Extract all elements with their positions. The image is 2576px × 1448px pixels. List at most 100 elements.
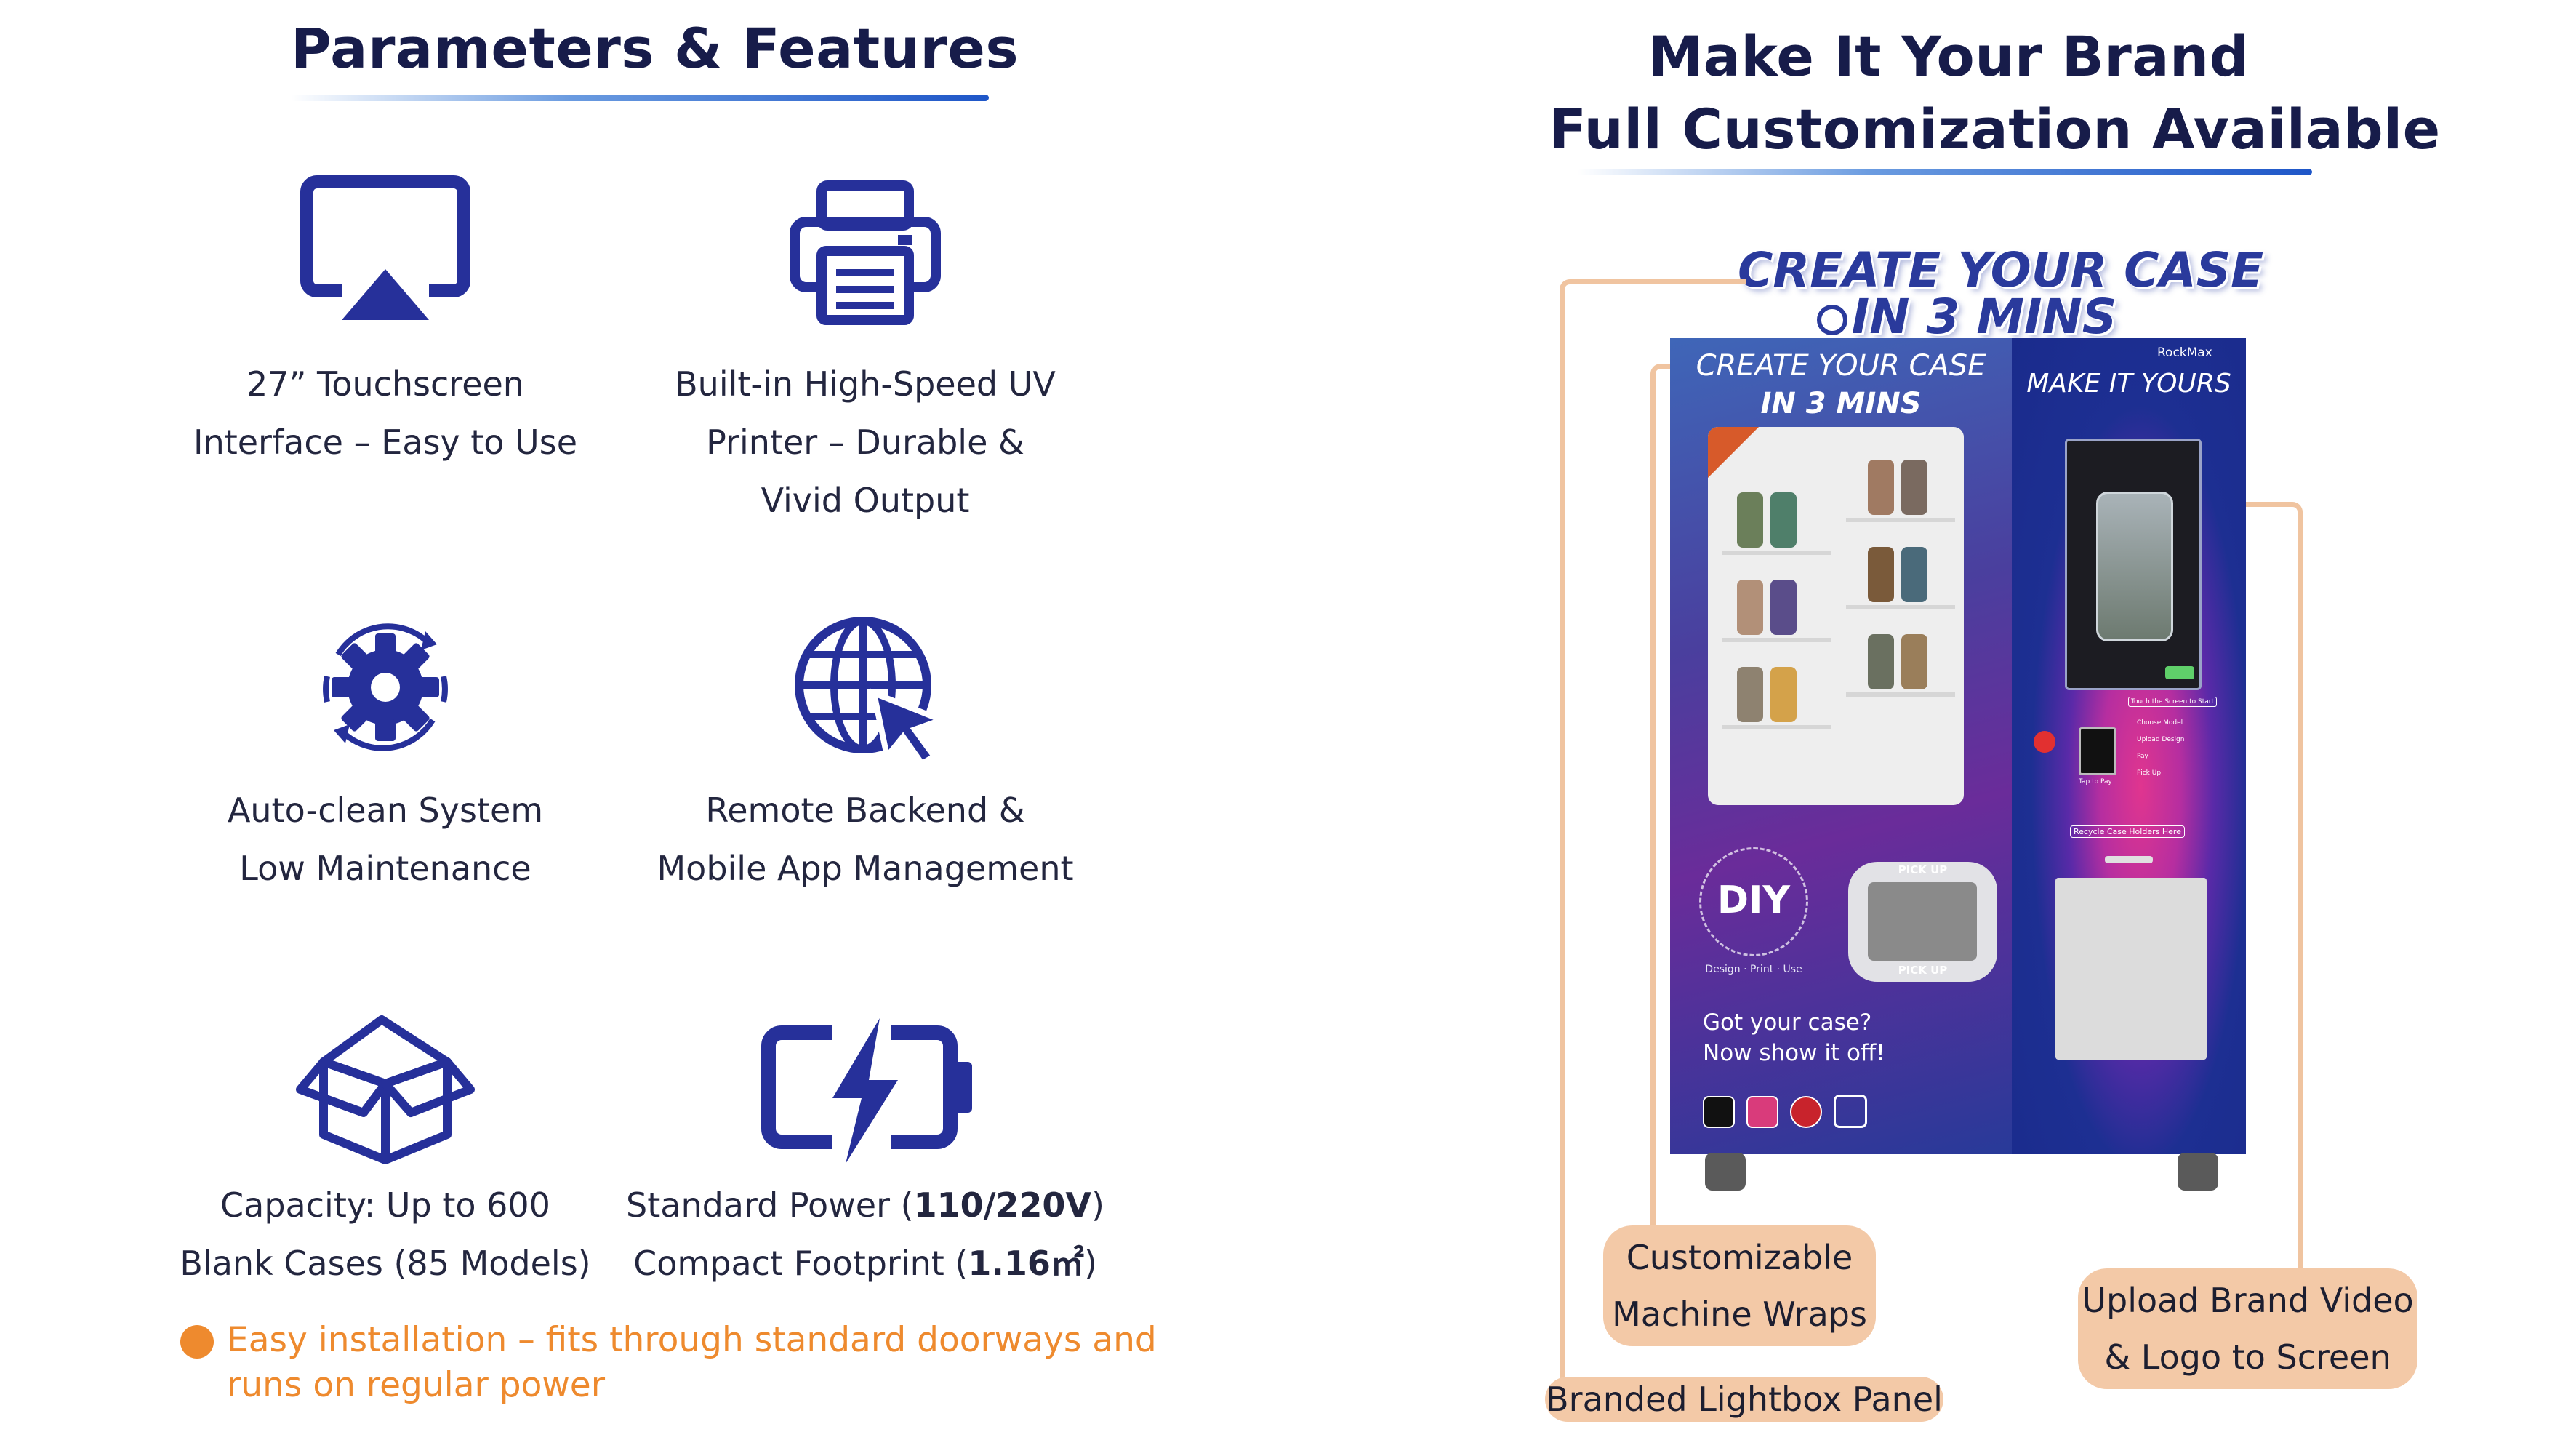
feature-line: Interface – Easy to Use — [193, 423, 577, 462]
recycle-door — [2055, 878, 2207, 1060]
phone-case — [1868, 460, 1894, 515]
screen-start-button[interactable] — [2165, 666, 2194, 679]
vending-machine: CREATE YOUR CASE IN 3 MINS DIY — [1670, 338, 2246, 1154]
note-line: Easy installation – fits through standar… — [227, 1320, 1157, 1360]
pickup-window: PICK UP PICK UP — [1848, 862, 1997, 982]
shelf-divider — [1722, 638, 1831, 642]
callout-machine-wraps: Customizable Machine Wraps — [1603, 1225, 1876, 1346]
phone-case — [1901, 547, 1927, 602]
lightbox-title-line: IN 3 MINS — [1738, 293, 2196, 341]
phone-case — [1737, 580, 1763, 635]
machine-title-line: IN 3 MINS — [1760, 387, 1922, 420]
machine-right-title: MAKE IT YOURS — [2026, 369, 2231, 399]
feature-printer: Built-in High-Speed UV Printer – Durable… — [647, 355, 1083, 529]
video-leader — [2212, 502, 2303, 1278]
touchscreen-icon — [298, 175, 473, 327]
installation-note: Easy installation – fits through standar… — [227, 1318, 1157, 1408]
feature-line: Vivid Output — [761, 481, 970, 520]
feature-line: Auto-clean System — [227, 791, 544, 830]
battery-bolt-icon — [760, 1018, 978, 1164]
display-shelf — [1708, 427, 1964, 805]
callout-line: Customizable — [1626, 1238, 1853, 1277]
timer-icon — [1816, 304, 1847, 335]
footprint-prefix: Compact Footprint ( — [633, 1244, 968, 1283]
tiktok-icon — [1703, 1096, 1735, 1128]
feature-remote: Remote Backend & Mobile App Management — [647, 781, 1083, 897]
social-icons — [1703, 1095, 1879, 1131]
pickup-label-bottom: PICK UP — [1898, 964, 1948, 977]
feature-line: 27” Touchscreen — [246, 364, 524, 404]
wheel — [1705, 1153, 1746, 1191]
shelf-divider — [1846, 605, 1955, 609]
phone-case — [1868, 634, 1894, 689]
step-list: Choose Model Upload Design Pay Pick Up — [2137, 715, 2184, 782]
feature-line: Blank Cases (85 Models) — [180, 1244, 591, 1283]
pinterest-icon — [1790, 1096, 1822, 1128]
step-item: Pick Up — [2137, 769, 2162, 777]
feature-power: Standard Power (110/220V) Compact Footpr… — [625, 1176, 1105, 1292]
globe-cursor-icon — [793, 615, 952, 767]
feature-line: Low Maintenance — [239, 849, 531, 888]
screen-phone-preview — [2096, 492, 2173, 641]
printer-icon — [789, 178, 942, 327]
right-heading: Make It Your Brand Full Customization Av… — [1549, 20, 2441, 166]
feature-line: Mobile App Management — [657, 849, 1074, 888]
diy-tagline: Design · Print · Use — [1705, 964, 1802, 975]
gear-cycle-icon — [309, 611, 462, 764]
shelf-divider — [1846, 518, 1955, 522]
diy-logo: DIY — [1699, 847, 1808, 956]
slogan-line: Now show it off! — [1703, 1040, 1885, 1066]
phone-case — [1737, 492, 1763, 548]
phone-case — [1770, 492, 1797, 548]
phone-case — [1770, 667, 1797, 722]
feature-line: Built-in High-Speed UV — [675, 364, 1056, 404]
lightbox-title-text: IN 3 MINS — [1851, 289, 2117, 345]
step-item: Upload Design — [2137, 736, 2185, 743]
feature-line: Printer – Durable & — [706, 423, 1024, 462]
machine-left-panel: CREATE YOUR CASE IN 3 MINS DIY — [1670, 338, 2012, 1154]
callout-line: & Logo to Screen — [2104, 1337, 2391, 1377]
instagram-icon — [1746, 1096, 1778, 1128]
phone-case — [1901, 460, 1927, 515]
lightbox-leader — [1560, 279, 1746, 1383]
touch-hint: Touch the Screen to Start — [2128, 697, 2218, 707]
feature-capacity: Capacity: Up to 600 Blank Cases (85 Mode… — [167, 1176, 603, 1292]
footprint-line: Compact Footprint (1.16㎡) — [625, 1234, 1105, 1292]
machine-left-title: CREATE YOUR CASE IN 3 MINS — [1670, 347, 2012, 423]
wheel — [2178, 1153, 2218, 1191]
phone-case — [1770, 580, 1797, 635]
shelf-divider — [1722, 725, 1831, 729]
left-heading: Parameters & Features — [291, 16, 1019, 81]
note-bullet — [180, 1325, 214, 1359]
right-heading-line: Full Customization Available — [1549, 97, 2441, 161]
phone-case — [1901, 634, 1927, 689]
red-button[interactable] — [2034, 731, 2055, 753]
machine-right-panel: RockMax MAKE IT YOURS Touch the Screen t… — [2012, 338, 2246, 1154]
callout-line: Machine Wraps — [1612, 1295, 1867, 1334]
step-item: Pay — [2137, 753, 2148, 760]
brand-label: RockMax — [2157, 345, 2212, 360]
lightbox-title-line: CREATE YOUR CASE — [1738, 242, 2264, 298]
open-box-icon — [294, 1011, 476, 1167]
slogan: Got your case? Now show it off! — [1703, 1007, 1885, 1068]
touchscreen-display — [2065, 439, 2202, 690]
callout-brand-video: Upload Brand Video & Logo to Screen — [2078, 1268, 2417, 1389]
feature-autoclean: Auto-clean System Low Maintenance — [167, 781, 603, 897]
facebook-icon — [1834, 1095, 1867, 1128]
feature-line: Remote Backend & — [705, 791, 1025, 830]
left-heading-underline — [291, 95, 989, 101]
phone-case — [1737, 667, 1763, 722]
diy-logo-text: DIY — [1717, 879, 1791, 922]
power-line: Standard Power (110/220V) — [625, 1176, 1105, 1234]
callout-lightbox-panel: Branded Lightbox Panel — [1545, 1377, 1943, 1422]
shelf-divider — [1846, 692, 1955, 697]
footprint-suffix: ) — [1083, 1244, 1097, 1283]
recycle-label: Recycle Case Holders Here — [2070, 825, 2185, 838]
pickup-slot — [1868, 882, 1977, 961]
payment-terminal[interactable] — [2079, 727, 2116, 775]
shelf-divider — [1722, 551, 1831, 555]
feature-touchscreen: 27” Touchscreen Interface – Easy to Use — [167, 355, 603, 471]
recycle-slot[interactable] — [2105, 856, 2153, 863]
right-heading-line: Make It Your Brand — [1648, 24, 2250, 89]
phone-case — [1868, 547, 1894, 602]
